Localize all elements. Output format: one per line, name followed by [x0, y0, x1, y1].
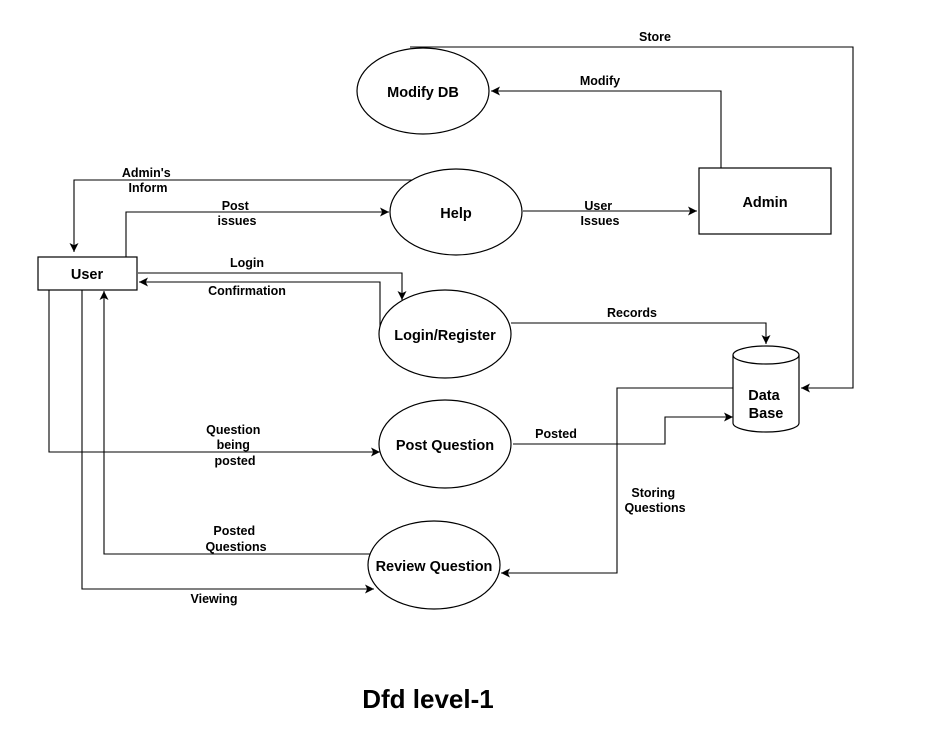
flow-viewing: Viewing [81, 290, 374, 606]
flow-admins-inform: Admin's Inform [69, 166, 414, 252]
flow-login: Login [138, 256, 407, 300]
flow-posted: Posted [513, 412, 733, 445]
flow-post-issues: Post issues [125, 199, 389, 257]
flow-records-label: Records [607, 306, 657, 320]
flow-confirmation-label: Confirmation [208, 284, 286, 298]
flow-question-being-posted: Question being posted [48, 290, 380, 468]
node-admin-label: Admin [742, 195, 787, 211]
node-modify-db-label: Modify DB [387, 85, 459, 101]
node-login-register-label: Login/Register [394, 328, 496, 344]
flow-admins-inform-label: Admin's Inform [122, 166, 174, 195]
node-admin: Admin [698, 167, 832, 235]
flow-viewing-label: Viewing [190, 592, 237, 606]
flow-question-being-posted-label: Question being posted [206, 423, 264, 468]
flow-login-label: Login [230, 256, 264, 270]
flow-post-issues-label: Post issues [218, 199, 257, 228]
node-login-register: Login/Register [378, 289, 512, 379]
node-help-label: Help [440, 206, 472, 222]
flow-modify: Modify [491, 74, 722, 168]
node-post-question: Post Question [378, 399, 512, 489]
flow-store-label: Store [639, 30, 671, 44]
flow-posted-label: Posted [535, 427, 577, 441]
flow-posted-questions: Posted Questions [99, 291, 370, 555]
flow-user-issues-label: User Issues [581, 199, 620, 228]
node-database-label: Data Base [748, 388, 783, 422]
node-post-question-label: Post Question [396, 438, 494, 454]
flow-records: Records [511, 306, 771, 344]
flow-posted-questions-label: Posted Questions [205, 524, 266, 554]
flow-confirmation: Confirmation [139, 277, 381, 327]
node-modify-db: Modify DB [356, 47, 490, 135]
node-user-label: User [71, 267, 104, 283]
flow-storing-questions: Storing Questions [501, 387, 733, 578]
flow-modify-label: Modify [580, 74, 620, 88]
node-review-question: Review Question [367, 520, 501, 610]
flow-storing-questions-label: Storing Questions [624, 486, 685, 515]
flow-store: Store [410, 30, 854, 393]
node-review-question-label: Review Question [376, 559, 493, 575]
node-user: User [37, 256, 138, 291]
diagram-title: Dfd level-1 [362, 684, 494, 714]
node-database: Data Base [732, 345, 800, 433]
node-help: Help [389, 168, 523, 256]
flow-user-issues: User Issues [523, 199, 697, 228]
